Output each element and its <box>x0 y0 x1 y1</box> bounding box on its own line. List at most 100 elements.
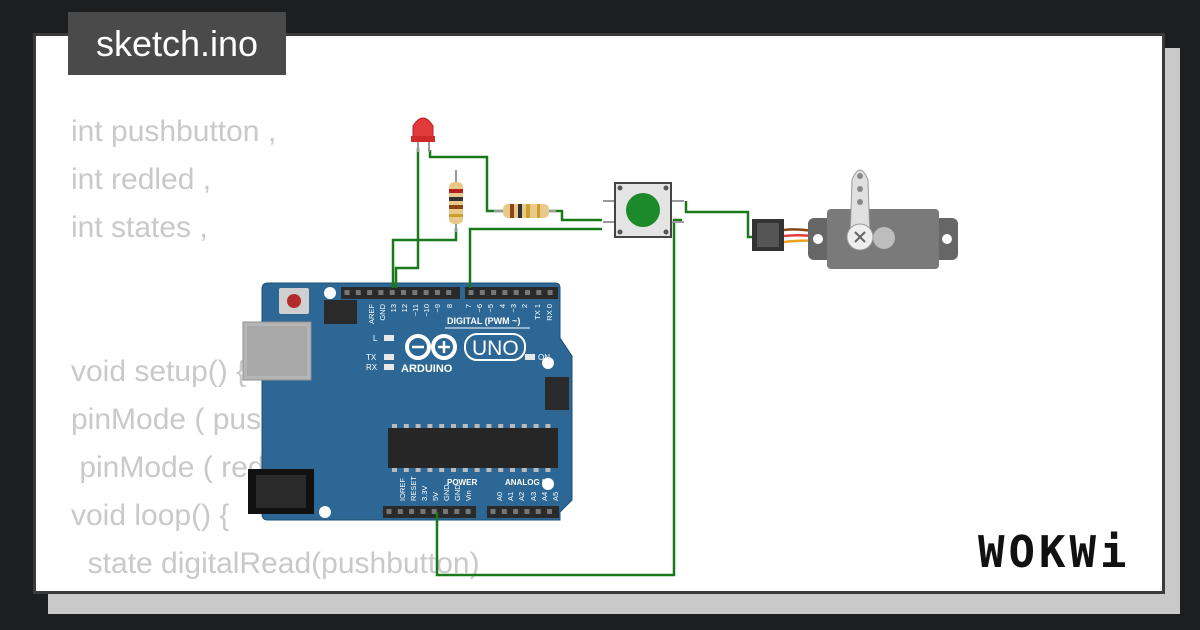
chip-pin <box>392 468 397 472</box>
chip-pin <box>486 424 492 428</box>
chip-pin <box>415 424 421 428</box>
pushbutton[interactable] <box>603 182 684 238</box>
chip-pin <box>462 424 468 428</box>
resistor-vertical[interactable] <box>449 170 463 232</box>
digital-pin-label: ~11 <box>411 304 420 316</box>
digital-pin-label: 2 <box>520 304 529 308</box>
icsp-header-left <box>324 300 357 324</box>
led-on <box>525 354 535 360</box>
power-analog-pin-label: A3 <box>529 492 538 501</box>
arduino-logo-symbols <box>412 341 450 353</box>
analog-label: ANALOG IN <box>505 478 550 487</box>
wire-button-to-servo[interactable] <box>684 201 756 239</box>
pin-hole <box>446 290 452 295</box>
chip-pin <box>403 468 409 472</box>
chip-pin <box>510 424 515 428</box>
chip-pin <box>415 468 421 472</box>
digital-pin-label: 4 <box>498 304 507 308</box>
power-label: POWER <box>447 478 477 487</box>
pin-hole <box>490 509 496 514</box>
pin-hole <box>479 290 485 295</box>
wire-led-anode-to-resistor[interactable] <box>428 150 505 213</box>
icsp-header-right <box>545 377 569 410</box>
chip-pin <box>451 468 456 472</box>
digital-header-pin-holes <box>344 290 553 295</box>
pin-hole <box>443 509 448 514</box>
pin-hole <box>397 509 403 514</box>
digital-header-label: DIGITAL (PWM ~) <box>447 316 520 326</box>
power-analog-pin-label: GND <box>453 484 462 501</box>
chip-pin <box>486 468 492 472</box>
chip-pin <box>533 468 539 472</box>
pin-hole <box>465 509 471 514</box>
pin-hole <box>468 290 474 295</box>
reset-button-cap[interactable] <box>287 294 301 308</box>
pin-hole <box>378 290 384 295</box>
servo-mount-hole <box>813 234 823 244</box>
pushbutton-cap[interactable] <box>626 193 660 227</box>
pin-hole <box>389 290 395 295</box>
atmega-chip <box>388 428 558 468</box>
usb-port-inner <box>247 326 307 376</box>
pin-hole <box>491 290 497 295</box>
chip-pin <box>462 468 468 472</box>
wire-resistor-to-button[interactable] <box>545 209 602 222</box>
pin-hole <box>431 509 437 514</box>
power-analog-pin-label: GND <box>442 484 451 501</box>
wire-button-to-pin7[interactable] <box>468 227 602 288</box>
digital-pin-label: 7 <box>464 304 473 308</box>
chip-pin <box>545 468 551 472</box>
led-l <box>384 335 394 341</box>
chip-pin <box>498 468 504 472</box>
digital-pin-label: AREF <box>367 304 376 324</box>
servo-screw <box>854 231 866 243</box>
led-rx <box>384 364 394 370</box>
red-led[interactable] <box>411 117 435 152</box>
chip-pin <box>521 424 527 428</box>
mount-hole <box>324 287 336 299</box>
chip-pin <box>521 468 527 472</box>
chip-pin <box>510 468 515 472</box>
power-analog-pin-holes <box>386 509 552 514</box>
power-analog-pin-label: A5 <box>551 492 560 501</box>
pin-hole <box>547 509 552 514</box>
power-header[interactable] <box>383 506 476 518</box>
code-line: void loop() { <box>71 499 230 532</box>
digital-pin-label: 12 <box>400 304 409 312</box>
mount-hole <box>319 506 331 518</box>
pin-hole <box>535 509 541 514</box>
mount-hole <box>542 357 554 369</box>
wires[interactable] <box>391 148 756 577</box>
power-analog-pin-label: 3.3V <box>420 486 429 501</box>
pin-hole <box>420 509 426 514</box>
wire-led-to-gnd[interactable] <box>394 148 420 288</box>
file-tab[interactable]: sketch.ino <box>68 12 286 75</box>
servo-horn-hole <box>857 173 863 179</box>
chip-pin <box>427 468 433 472</box>
digital-pin-label: 13 <box>389 304 398 312</box>
uno-badge <box>464 333 526 361</box>
project-card[interactable]: int pushbutton ,int redled ,int states ,… <box>33 33 1165 594</box>
pin-hole <box>547 290 553 295</box>
power-analog-pin-label: A0 <box>495 492 504 501</box>
pin-hole <box>513 290 519 295</box>
led-on-label: ON <box>538 353 550 362</box>
wire-resistor-to-pin13[interactable] <box>391 228 458 288</box>
pin-hole <box>344 290 350 295</box>
chip-pin <box>545 424 551 428</box>
code-line: int pushbutton , <box>71 115 277 148</box>
resistor-horizontal[interactable] <box>494 204 556 218</box>
pin-hole <box>401 290 406 295</box>
digital-pin-label: 8 <box>445 304 454 308</box>
digital-header-right[interactable] <box>465 287 558 299</box>
digital-pin-label: ~9 <box>433 304 442 313</box>
chip-pin <box>403 424 409 428</box>
servo-connector-inner <box>757 223 779 247</box>
code-line: int states , <box>71 211 208 244</box>
wire-button-to-5v[interactable] <box>435 218 682 577</box>
servo-motor[interactable] <box>752 169 958 269</box>
